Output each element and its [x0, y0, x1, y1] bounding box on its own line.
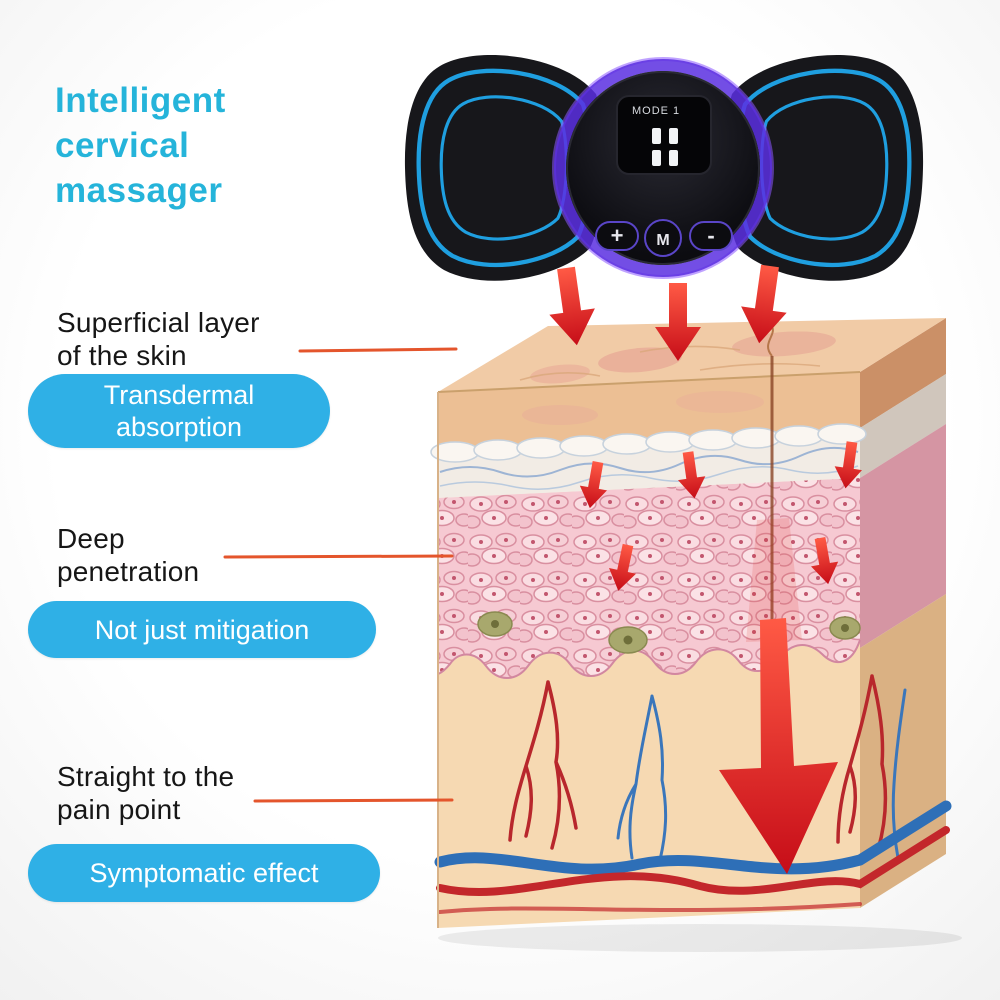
connector-deep: [223, 554, 454, 559]
label-superficial-line1: Superficial layer: [57, 307, 260, 338]
skin-cross-section: [430, 318, 962, 952]
artery-tree-left: [508, 680, 578, 850]
title-line-1: Intelligent: [55, 81, 226, 120]
label-straight-to-pain-point: Straight to the pain point: [57, 760, 234, 826]
display-digits: [652, 128, 678, 166]
label-deep-line2: penetration: [57, 556, 200, 587]
badge-symptomatic-effect: Symptomatic effect: [28, 844, 380, 902]
papillary-layer: [430, 423, 867, 498]
connector-pain: [253, 798, 454, 803]
massager-device: MODE 1 + M -: [404, 55, 924, 361]
vein-main: [434, 800, 952, 875]
badge-mitigation-text: Not just mitigation: [94, 614, 310, 645]
minus-button-label: -: [707, 223, 714, 248]
mode-button: [644, 219, 682, 257]
device-screen: MODE 1: [616, 95, 712, 175]
pain-point-arrow: [719, 618, 838, 874]
artery-tree-right: [836, 674, 888, 852]
block-shadow: [438, 924, 962, 952]
badge-transdermal-line1: Transdermal: [103, 380, 255, 410]
mode-display-text: MODE 1: [632, 105, 680, 117]
plus-button: [595, 221, 639, 251]
glow-ring: [554, 59, 772, 277]
sebaceous-glands: [477, 611, 861, 654]
badge-not-just-mitigation: Not just mitigation: [28, 601, 376, 658]
title-line-2: cervical: [55, 126, 190, 165]
label-deep-line1: Deep: [57, 523, 125, 554]
connector-lines: [223, 347, 458, 803]
penetration-glow: [746, 518, 802, 642]
title-line-3: massager: [55, 171, 223, 210]
device-buttons: + M -: [595, 219, 733, 257]
unit-rim: [566, 71, 760, 265]
label-pain-line1: Straight to the: [57, 761, 235, 792]
plus-button-label: +: [611, 223, 624, 248]
minus-button: [689, 221, 733, 251]
connector-superficial: [298, 347, 458, 353]
badge-transdermal-absorption: Transdermal absorption: [28, 374, 330, 448]
side-epidermis: [860, 318, 946, 428]
dermis-layer: [437, 478, 861, 679]
label-superficial-layer: Superficial layer of the skin: [57, 306, 260, 372]
mode-button-label: M: [656, 232, 669, 249]
label-pain-line2: pain point: [57, 794, 181, 825]
artery-thin: [438, 902, 862, 914]
label-deep-penetration: Deep penetration: [57, 522, 199, 588]
artery-main: [436, 826, 950, 896]
badge-symptomatic-text: Symptomatic effect: [89, 858, 319, 888]
label-superficial-line2: of the skin: [57, 340, 187, 371]
side-papillary-layer: [860, 374, 946, 478]
vein-tree-middle: [616, 694, 668, 862]
badge-transdermal-line2: absorption: [115, 412, 243, 442]
page-title: Intelligent cervical massager: [55, 78, 226, 213]
side-dermis: [860, 424, 946, 648]
blood-vessels: [434, 674, 952, 914]
control-unit: MODE 1 + M -: [552, 57, 774, 279]
